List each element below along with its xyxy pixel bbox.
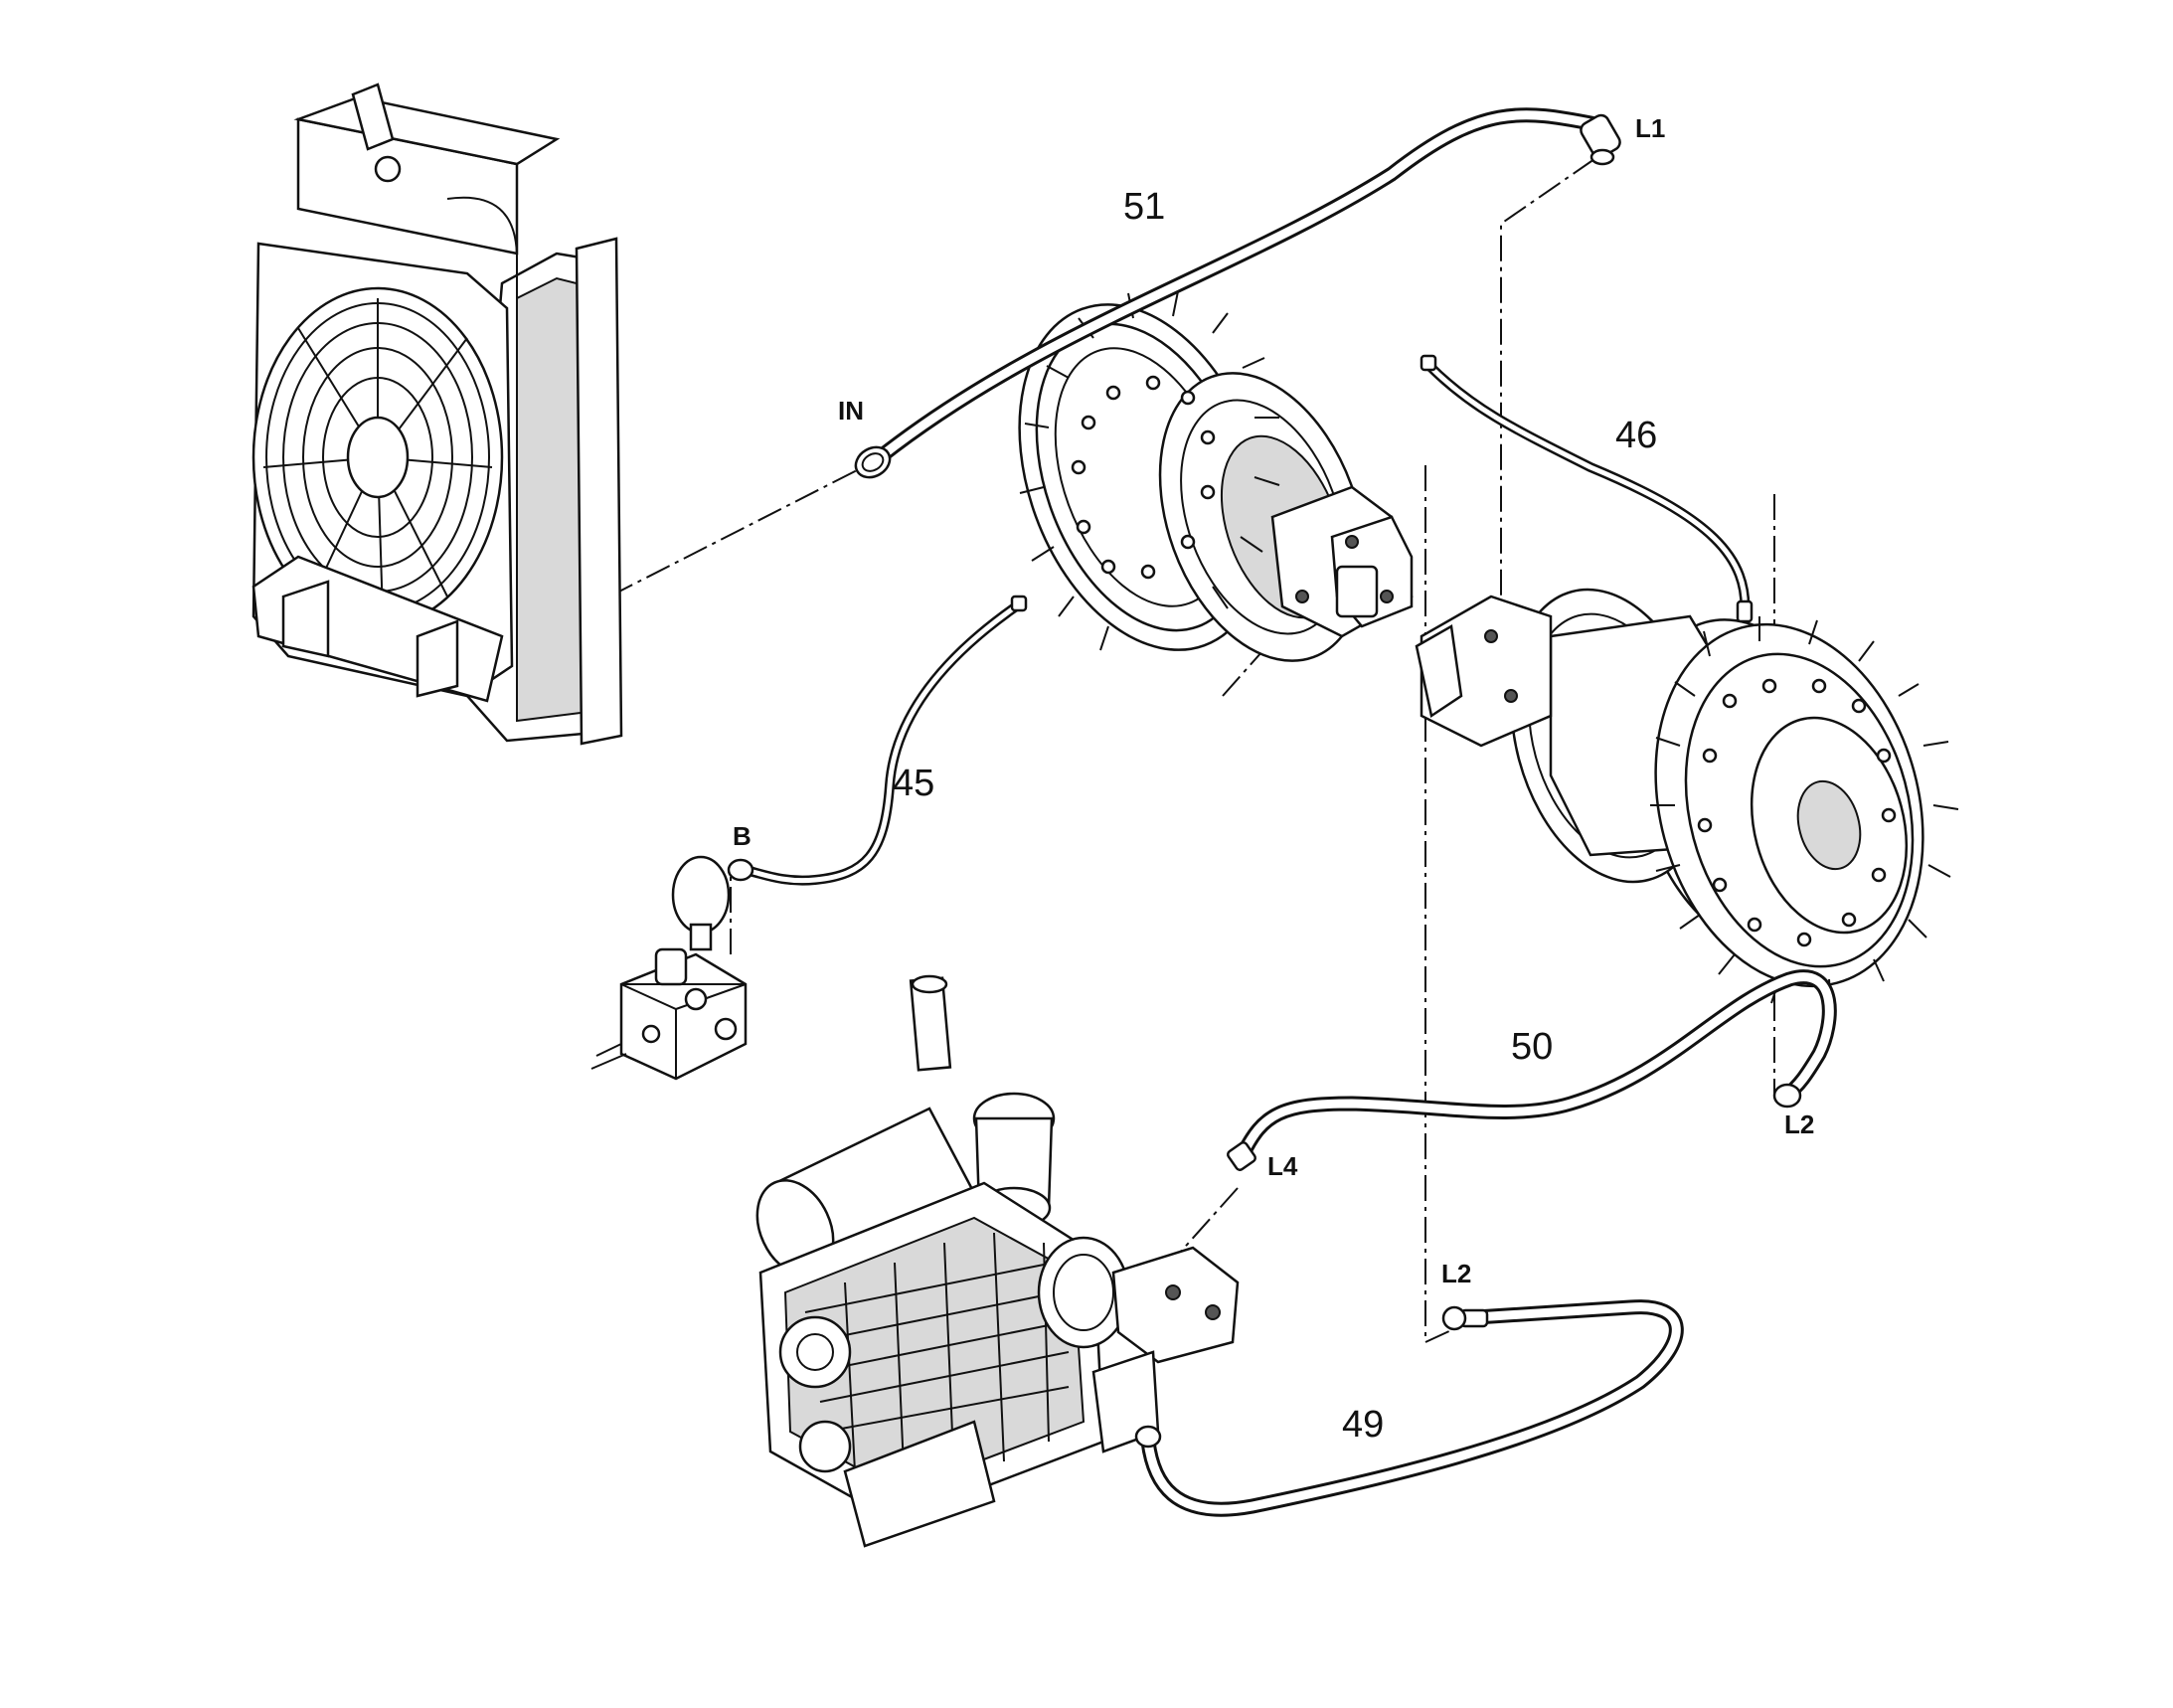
callouts: 51 46 45 50 49 L1 IN B L4 L2 L2 xyxy=(733,113,1814,1446)
hose-50 xyxy=(1227,969,1837,1171)
port-label-l4: L4 xyxy=(1267,1151,1298,1181)
callout-51: 51 xyxy=(1123,186,1165,228)
port-label-b: B xyxy=(733,821,752,851)
fitting-l2-right xyxy=(1772,1083,1802,1109)
right-travel-drive-sprocket-icon xyxy=(1415,588,1959,1005)
fitting-l4 xyxy=(1227,1141,1256,1171)
port-label-l2-right: L2 xyxy=(1784,1110,1814,1139)
accumulator-valve-block-icon xyxy=(590,855,748,1081)
hose-49 xyxy=(1134,1299,1684,1517)
hose-46 xyxy=(1420,354,1754,623)
fitting-l2-lower xyxy=(1441,1305,1467,1331)
callout-50: 50 xyxy=(1511,1026,1553,1068)
callout-46: 46 xyxy=(1615,415,1657,456)
fitting-b xyxy=(727,858,754,882)
callout-49: 49 xyxy=(1342,1404,1384,1446)
port-label-l2-lower: L2 xyxy=(1441,1259,1471,1288)
callout-45: 45 xyxy=(893,763,934,804)
hose-51 xyxy=(854,107,1621,479)
port-label-l1: L1 xyxy=(1635,113,1665,143)
left-travel-drive-sprocket-icon xyxy=(1018,290,1414,662)
hose-45 xyxy=(727,595,1028,886)
engine-pump-assembly-icon xyxy=(755,974,1240,1548)
radiator-fan-assembly-icon xyxy=(251,83,623,746)
port-label-in: IN xyxy=(838,396,864,426)
